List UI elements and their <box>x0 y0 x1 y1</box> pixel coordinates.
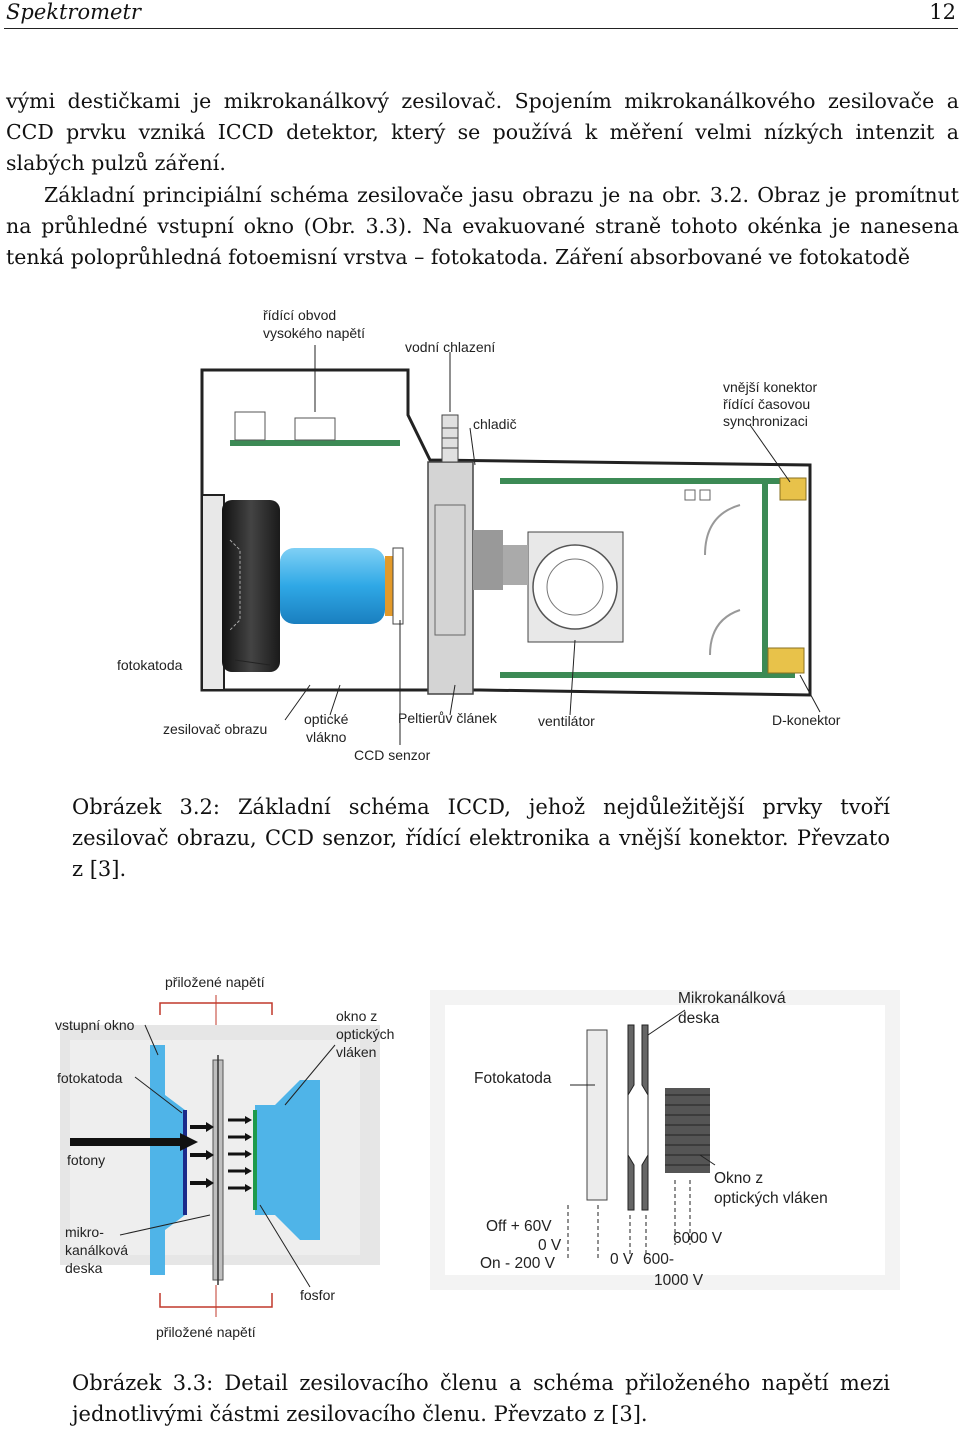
photocathode <box>183 1110 187 1215</box>
label-vnejsi-2: řídící časovou <box>723 396 810 412</box>
body-paragraph-1: vými destičkami je mikrokanálkový zesilo… <box>6 89 959 175</box>
label-r-mikro-2: deska <box>678 1010 720 1027</box>
label-okno-1: okno z <box>336 1008 377 1024</box>
d-connector <box>767 647 805 674</box>
label-peltier: Peltierův článek <box>398 710 498 726</box>
label-r-mikro-1: Mikrokanálková <box>678 990 786 1007</box>
label-prilozene-top: přiložené napětí <box>165 974 265 990</box>
intensifier-diagram: přiložené napětí vstupní okno fotokatoda… <box>55 974 900 1340</box>
fiber-block <box>665 1088 710 1173</box>
label-off: Off + 60V <box>486 1218 552 1235</box>
mcp-right <box>627 1024 635 1211</box>
label-okno-3: vláken <box>336 1044 376 1060</box>
label-r-okno-2: optických vláken <box>714 1190 828 1207</box>
ccd-window <box>385 556 393 616</box>
label-dkonektor: D-konektor <box>772 712 841 728</box>
label-vnejsi-1: vnější konektor <box>723 379 817 395</box>
label-ccd: CCD senzor <box>354 747 431 763</box>
circuit-board-top <box>230 440 400 446</box>
label-okno-2: optických <box>336 1026 394 1042</box>
fiber-window <box>255 1080 320 1240</box>
label-fotokatoda: fotokatoda <box>117 657 183 673</box>
label-on: On - 200 V <box>480 1255 556 1272</box>
header-title: Spektrometr <box>6 0 141 24</box>
label-mikro-3: deska <box>65 1260 103 1276</box>
phosphor-screen <box>253 1110 257 1210</box>
running-header: Spektrometr 12 <box>4 0 958 29</box>
fiber-taper <box>280 548 385 624</box>
label-fotokatoda-left: fotokatoda <box>57 1070 123 1086</box>
circuit-board-right-top <box>500 478 795 484</box>
iccd-diagram: řídící obvod vysokého napětí vodní chlaz… <box>117 307 841 763</box>
label-0v: 0 V <box>538 1237 562 1254</box>
front-plate <box>201 494 225 691</box>
label-600: 600- <box>643 1251 674 1268</box>
figure-caption-3-2: Obrázek 3.2: Základní schéma ICCD, jehož… <box>72 795 890 881</box>
page-number: 12 <box>929 0 956 24</box>
label-r-okno-1: Okno z <box>714 1170 763 1187</box>
label-chladic: chladič <box>473 416 517 432</box>
intensifier-body <box>222 500 280 672</box>
label-0v-2: 0 V <box>610 1251 634 1268</box>
heat-sink <box>473 530 503 590</box>
label-6000v: 6000 V <box>673 1230 723 1247</box>
input-window <box>150 1045 185 1275</box>
external-connector <box>779 477 807 501</box>
label-mikro-2: kanálková <box>65 1242 128 1258</box>
label-ridici-obvod-1: řídící obvod <box>263 307 336 323</box>
body-paragraph-2: Základní principiální schéma zesilovače … <box>6 183 959 269</box>
label-zesilovac: zesilovač obrazu <box>163 721 267 737</box>
label-fotony: fotony <box>67 1152 105 1168</box>
label-vodni-chlazeni: vodní chlazení <box>405 339 495 355</box>
label-ridici-obvod-2: vysokého napětí <box>263 325 365 341</box>
photocathode-plate <box>586 1029 608 1201</box>
label-r-fotokatoda: Fotokatoda <box>474 1070 552 1087</box>
label-opticke-1: optické <box>304 711 349 727</box>
label-mikro-1: mikro- <box>65 1224 104 1240</box>
label-prilozene-bottom: přiložené napětí <box>156 1324 256 1340</box>
label-vstupni-okno: vstupní okno <box>55 1017 135 1033</box>
label-opticke-2: vlákno <box>306 729 347 745</box>
figure-iccd-schematic: řídící obvod vysokého napětí vodní chlaz… <box>100 300 860 770</box>
label-ventilator: ventilátor <box>538 713 595 729</box>
label-vnejsi-3: synchronizaci <box>723 413 808 429</box>
label-fosfor: fosfor <box>300 1287 335 1303</box>
circuit-board-right-bottom <box>500 672 795 678</box>
circuit-board-right-vertical <box>762 484 768 672</box>
figure-caption-3-3: Obrázek 3.3: Detail zesilovacího členu a… <box>72 1371 890 1426</box>
figure-intensifier-detail: přiložené napětí vstupní okno fotokatoda… <box>50 965 920 1350</box>
label-1000v: 1000 V <box>654 1272 704 1289</box>
